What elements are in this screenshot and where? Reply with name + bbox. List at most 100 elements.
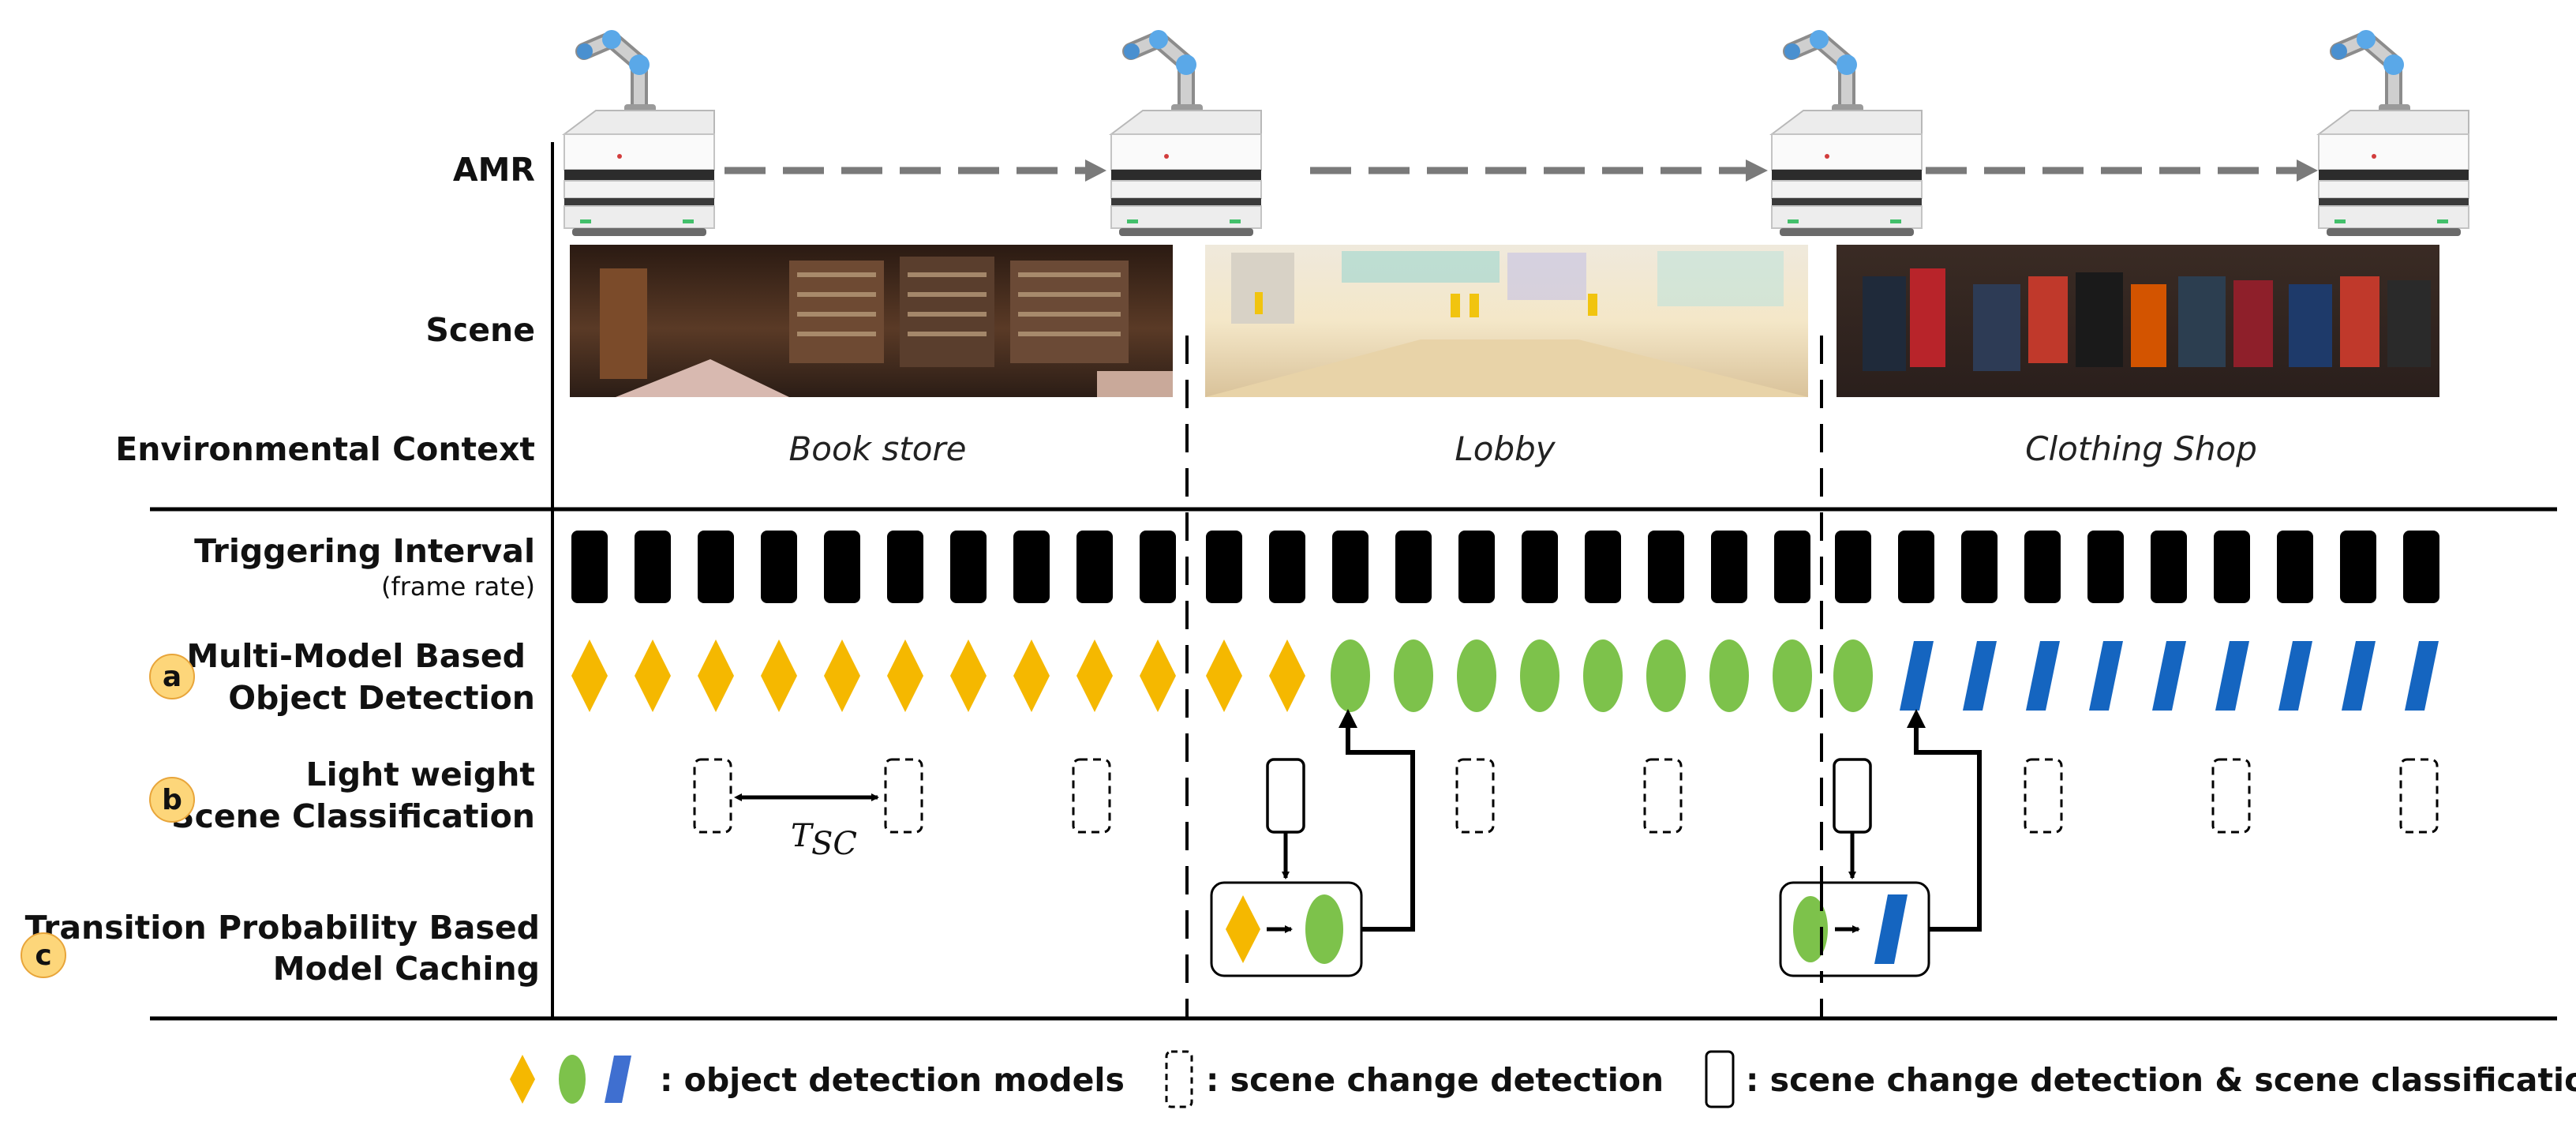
trigger-frame [824,531,860,603]
diamond-model-icon [698,639,734,712]
trigger-frame [698,531,734,603]
row-label-object-detection-1: Multi-Model Based [186,637,526,675]
triggering-frames [571,531,2439,603]
row-label-model-caching-2: Model Caching [273,950,540,988]
parallelogram-model-icon [1874,894,1908,964]
trigger-frame [2340,531,2376,603]
svg-text:b: b [162,784,182,816]
ellipse-model-icon [1305,894,1343,964]
diamond-model-icon [887,639,923,712]
trigger-frame [2277,531,2313,603]
trigger-frame [1774,531,1810,603]
badge-a: a [149,654,195,699]
context-label-clothing-shop: Clothing Shop [2025,429,2257,468]
trigger-frame [2151,531,2187,603]
dashed-box-icon [2024,758,2063,834]
badge-c: c [21,932,66,978]
legend-scene-change-label: : scene change detection [1206,1061,1664,1099]
ellipse-model-icon [1583,639,1623,712]
dashed-box-icon [2399,758,2439,834]
parallelogram-model-icon [2215,641,2249,711]
diamond-model-icon [824,639,860,712]
trigger-frame [2214,531,2250,603]
robot-arm-amr-icon [2319,30,2469,236]
diamond-model-icon [1226,895,1260,963]
trigger-frame [1269,531,1305,603]
parallelogram-model-icon [2342,641,2376,711]
legend: : object detection models : scene change… [510,1050,2576,1108]
robot-arm-amr-icon [564,30,714,236]
diamond-model-icon [950,639,987,712]
context-label-lobby: Lobby [1455,429,1556,468]
ellipse-model-icon [1646,639,1686,712]
svg-text:c: c [35,939,51,972]
trigger-frame [1585,531,1621,603]
parallelogram-model-icon [1963,641,1997,711]
trigger-frame [1206,531,1242,603]
object-detection-models [571,639,2439,712]
parallelogram-model-icon [2152,641,2186,711]
diamond-model-icon [510,1055,535,1104]
diamond-model-icon [761,639,797,712]
trigger-frame [1835,531,1871,603]
context-label-book-store: Book store [788,429,966,468]
ellipse-model-icon [1709,639,1749,712]
dashed-box-icon [884,758,923,834]
trigger-frame [761,531,797,603]
trigger-frame [1140,531,1176,603]
diamond-model-icon [1013,639,1050,712]
amr-motion-arrow-3 [1926,159,2318,182]
parallelogram-model-icon [1900,641,1934,711]
robot-arm-amr-icon [1111,30,1261,236]
row-sublabel-frame-rate: (frame rate) [381,572,535,602]
ellipse-model-icon [1520,639,1559,712]
ellipse-model-icon [1833,639,1873,712]
model-cache-box-2 [1779,709,1982,977]
dashed-box-icon [2211,758,2251,834]
trigger-frame [1332,531,1368,603]
trigger-frame [1395,531,1432,603]
scene-image-lobby [1205,245,1808,397]
parallelogram-model-icon [2405,641,2439,711]
badge-b: b [149,777,195,823]
legend-models-label: : object detection models [660,1061,1125,1099]
scene-classification-interval: T SC [734,793,879,862]
trigger-frame [1013,531,1050,603]
parallelogram-model-icon [2089,641,2123,711]
row-label-environmental-context: Environmental Context [115,430,535,468]
ellipse-model-icon [559,1055,586,1104]
diamond-model-icon [635,639,671,712]
trigger-frame [2087,531,2124,603]
parallelogram-model-icon [605,1056,631,1103]
interval-label-t: T [791,818,814,854]
scene-image-clothing-shop [1837,245,2439,397]
row-label-triggering-interval: Triggering Interval [194,532,535,570]
parallelogram-model-icon [2026,641,2060,711]
row-label-object-detection-2: Object Detection [228,679,535,717]
ellipse-model-icon [1394,639,1433,712]
amr-motion-arrow-2 [1310,159,1768,182]
trigger-frame [1898,531,1934,603]
ellipse-model-icon [1457,639,1496,712]
parallelogram-model-icon [2278,641,2312,711]
amr-motion-arrow-1 [724,159,1106,182]
trigger-frame [635,531,671,603]
trigger-frame [887,531,923,603]
solid-box-icon [1266,758,1305,834]
row-label-scene-classification-2: Scene Classification [171,797,535,835]
legend-scene-change-classification-label: : scene change detection & scene classif… [1746,1061,2576,1099]
diamond-model-icon [1206,639,1242,712]
diamond-model-icon [1140,639,1176,712]
robot-arm-amr-icon [1772,30,1922,236]
row-label-scene: Scene [425,311,535,349]
svg-text:a: a [163,661,182,693]
trigger-frame [950,531,987,603]
dashed-box-icon [693,758,732,834]
trigger-frame [2024,531,2061,603]
diamond-model-icon [1269,639,1305,712]
scene-image-book-store [570,245,1173,397]
ellipse-model-icon [1773,639,1812,712]
diamond-model-icon [571,639,608,712]
row-label-model-caching-1: Transition Probability Based [25,909,540,947]
